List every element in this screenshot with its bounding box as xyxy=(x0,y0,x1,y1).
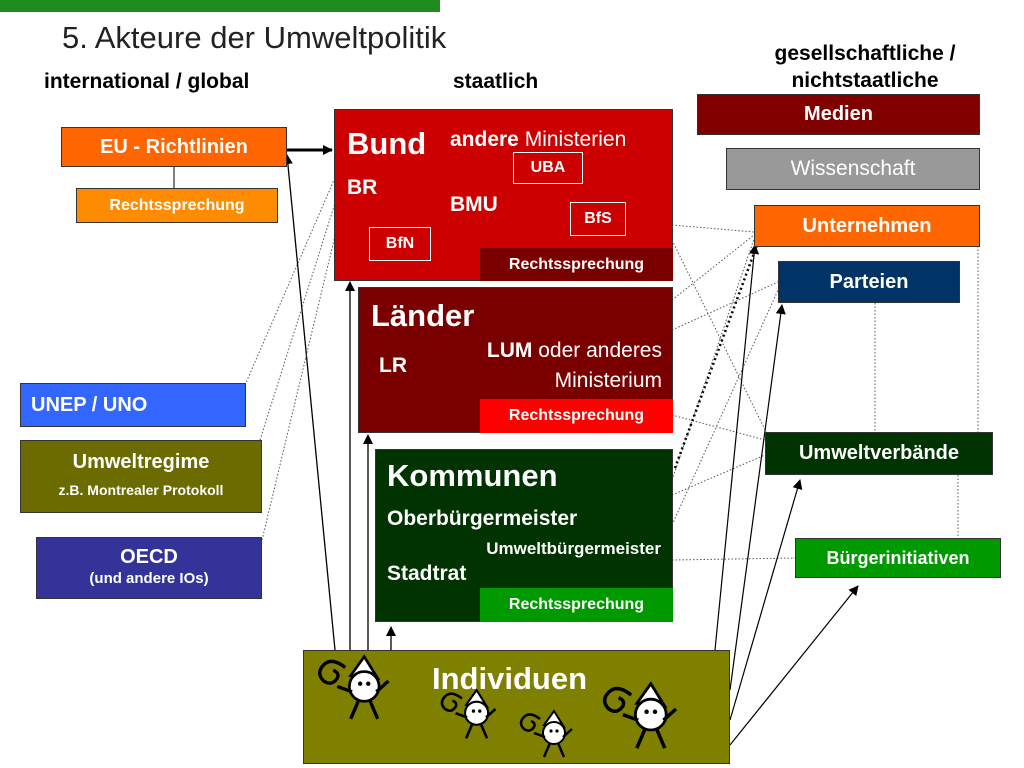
individuen-figure-1 xyxy=(317,655,391,721)
laender-oder: oder anderes xyxy=(538,339,662,362)
eu-richtlinien-label: EU - Richtlinien xyxy=(100,135,248,158)
uba-box: UBA xyxy=(513,152,583,184)
kommunen-stadtrat: Stadtrat xyxy=(387,562,467,585)
individuen-figure-4 xyxy=(602,682,678,750)
umweltverbaende-label: Umweltverbände xyxy=(798,442,960,464)
kommunen-rechtsprechung-label: Rechtssprechung xyxy=(508,596,645,613)
unep-label: UNEP / UNO xyxy=(31,393,148,416)
bund-box: Bund BR andere Ministerien BMU UBA BfS B… xyxy=(334,109,673,281)
umweltverbaende-box: Umweltverbände xyxy=(765,432,993,475)
link-oecd-bund xyxy=(261,214,341,541)
eu-richtlinien-box: EU - Richtlinien xyxy=(61,127,287,167)
bfs-box: BfS xyxy=(570,202,626,236)
kommunen-box: Kommunen Oberbürgermeister Umweltbürgerm… xyxy=(375,449,673,622)
bfs-label: BfS xyxy=(584,210,612,227)
bund-andere-ministerien: andere Ministerien xyxy=(450,128,626,152)
arrow-individuen-parteien xyxy=(729,304,786,691)
column-header-gesellschaftlich-line2: nichtstaatliche xyxy=(791,69,939,92)
bund-rechtsprechung-label: Rechtssprechung xyxy=(508,255,645,273)
page-title: 5. Akteure der Umweltpolitik xyxy=(62,20,447,55)
wissenschaft-box: Wissenschaft xyxy=(726,148,980,190)
arrow-individuen-umweltverbaende xyxy=(729,479,803,721)
link-kommunen-umweltverbaende xyxy=(671,454,766,496)
umweltregime-sublabel: z.B. Montrealer Protokoll xyxy=(58,482,224,498)
bund-title: Bund xyxy=(347,126,427,161)
link-bund-umweltverbaende xyxy=(671,239,771,441)
column-header-staatlich: staatlich xyxy=(453,70,539,93)
kommunen-oberbuergermeister: Oberbürgermeister xyxy=(387,507,578,530)
individuen-title: Individuen xyxy=(432,661,587,696)
buergerinitiativen-box: Bürgerinitiativen xyxy=(795,538,1001,578)
parteien-label: Parteien xyxy=(829,270,909,293)
uba-label: UBA xyxy=(530,159,566,176)
link-kommunen-parteien xyxy=(671,289,779,526)
link-laender-umweltverbaende xyxy=(671,414,766,441)
link-kommunen-buergerinitiativen xyxy=(671,557,796,561)
link-bund-unternehmen xyxy=(671,224,755,233)
medien-box: Medien xyxy=(697,94,980,135)
unternehmen-box: Unternehmen xyxy=(754,205,980,247)
laender-rechtsprechung-label: Rechtssprechung xyxy=(508,407,645,424)
top-accent-bar xyxy=(0,0,440,12)
link-kommunen-unternehmen-bold xyxy=(673,244,759,469)
medien-label: Medien xyxy=(804,103,873,125)
buergerinitiativen-label: Bürgerinitiativen xyxy=(826,547,970,568)
oecd-box: OECD (und andere IOs) xyxy=(36,537,262,599)
unep-box: UNEP / UNO xyxy=(20,383,246,427)
kommunen-rechtsprechung-box: Rechtssprechung xyxy=(480,588,673,622)
oecd-label: OECD xyxy=(120,546,178,568)
bund-br: BR xyxy=(347,176,378,199)
column-header-gesellschaftlich-line1: gesellschaftliche / xyxy=(774,42,956,65)
individuen-figure-2 xyxy=(440,688,497,740)
individuen-figures xyxy=(317,655,678,759)
column-header-gesellschaftlich: gesellschaftliche / nichtstaatliche xyxy=(740,40,990,94)
parteien-box: Parteien xyxy=(778,261,960,303)
laender-rechtsprechung-box: Rechtssprechung xyxy=(480,399,673,433)
kommunen-umweltbuergermeister: Umweltbürgermeister xyxy=(486,539,661,558)
umweltregime-box: Umweltregime z.B. Montrealer Protokoll xyxy=(20,440,262,513)
arrow-individuen-unternehmen xyxy=(714,244,760,651)
column-header-international: international / global xyxy=(44,70,250,93)
laender-ministerium: Ministerium xyxy=(554,369,662,392)
link-umweltregime-bund xyxy=(259,199,337,441)
bund-andere: andere xyxy=(450,128,519,151)
laender-box: Länder LR LUM oder anderes Ministerium R… xyxy=(358,287,673,433)
kommunen-title: Kommunen xyxy=(387,458,558,493)
link-laender-unternehmen xyxy=(671,234,755,301)
individuen-box: Individuen xyxy=(303,650,730,764)
arrow-individuen-eu xyxy=(282,154,336,651)
umweltregime-label: Umweltregime xyxy=(72,451,210,473)
wissenschaft-label: Wissenschaft xyxy=(790,157,916,180)
eu-rechtsprechung-box: Rechtssprechung xyxy=(76,188,278,223)
laender-lum-line: LUM oder anderes xyxy=(487,339,662,363)
laender-lum: LUM xyxy=(486,339,533,362)
link-unep-bund xyxy=(244,179,335,386)
bfn-box: BfN xyxy=(369,227,431,261)
arrow-individuen-buergerinitiativen xyxy=(729,585,859,746)
bund-bmu: BMU xyxy=(450,193,498,216)
bund-rechtsprechung-box: Rechtssprechung xyxy=(480,248,673,281)
individuen-figure-3 xyxy=(519,709,574,759)
eu-rechtsprechung-label: Rechtssprechung xyxy=(109,196,245,214)
laender-title: Länder xyxy=(371,298,475,333)
laender-lr: LR xyxy=(379,354,407,377)
bund-ministerien: Ministerien xyxy=(524,128,627,151)
oecd-sublabel: (und andere IOs) xyxy=(89,570,209,587)
bfn-label: BfN xyxy=(385,235,415,252)
unternehmen-label: Unternehmen xyxy=(802,214,932,237)
